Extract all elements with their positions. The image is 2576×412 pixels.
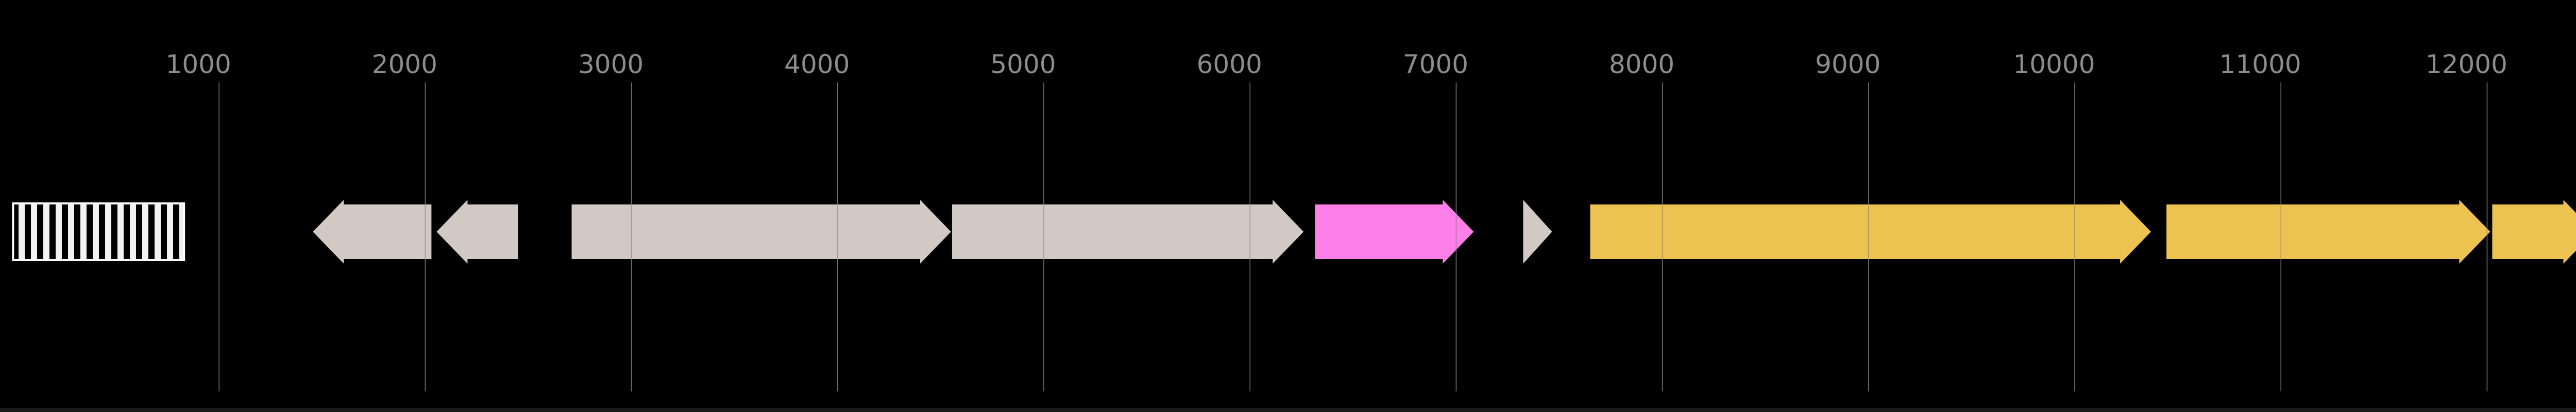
hatched-gene-box (12, 202, 185, 261)
axis-tick-label: 10000 (2013, 49, 2095, 79)
gene-track (12, 200, 2576, 264)
axis-tick-label: 12000 (2426, 49, 2507, 79)
axis-tick-labels: 1000 2000 3000 4000 5000 6000 7000 8000 9000 1000… (166, 49, 2507, 79)
axis-tick-label: 6000 (1197, 49, 1262, 79)
gene-arrow (436, 200, 518, 264)
gene-arrow (1315, 200, 1474, 264)
gene-arrow (313, 200, 432, 264)
axis-tick-label: 7000 (1403, 49, 1468, 79)
axis-tick-label: 2000 (372, 49, 437, 79)
axis-tick-label: 9000 (1815, 49, 1880, 79)
gene-arrow (1523, 200, 1552, 264)
gene-arrow (1590, 200, 2151, 264)
axis-tick-label: 11000 (2219, 49, 2301, 79)
gene-arrow (2492, 200, 2576, 264)
axis-tick-label: 8000 (1609, 49, 1674, 79)
axis-tick-label: 5000 (990, 49, 1056, 79)
axis-tick-label: 1000 (166, 49, 231, 79)
gene-arrow (952, 200, 1304, 264)
bottom-bar (0, 408, 2576, 412)
gridlines-over (218, 82, 2488, 391)
gene-arrow (2166, 200, 2490, 264)
axis-tick-label: 3000 (578, 49, 643, 79)
gene-arrow (571, 200, 951, 264)
axis-tick-label: 4000 (784, 49, 850, 79)
